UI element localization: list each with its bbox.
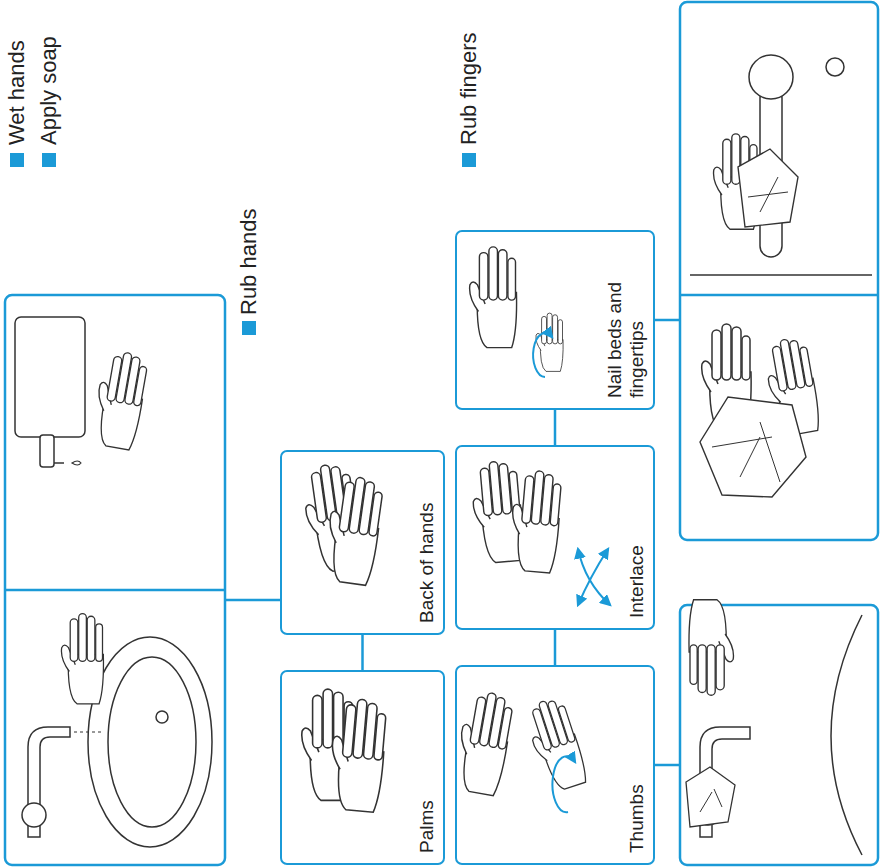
sink-edge <box>831 615 862 855</box>
connector-line <box>655 319 680 322</box>
rotation-arrow <box>533 333 552 377</box>
step-label: Palms <box>416 682 437 853</box>
step-heading: Rub hands <box>237 209 261 315</box>
water-stream <box>74 732 104 733</box>
hand <box>61 614 103 704</box>
motion-arrow <box>578 549 608 605</box>
hand <box>522 695 590 794</box>
towel-crease <box>748 177 788 212</box>
paper-towel <box>738 149 798 227</box>
hand <box>327 697 388 812</box>
towel-crease <box>712 422 780 482</box>
bullet-square <box>462 153 476 167</box>
connector-line <box>225 599 280 602</box>
panel-divider <box>680 294 878 297</box>
tap-knob <box>22 803 46 827</box>
step-label: Back of hands <box>416 462 437 623</box>
connector-line <box>554 630 557 665</box>
hand <box>322 474 386 586</box>
step-heading: Apply soap <box>37 36 61 145</box>
step-box: Palms <box>280 670 445 865</box>
bullet-square <box>10 153 24 167</box>
motion-arrow <box>578 549 610 605</box>
step-box: Interlace <box>455 445 655 630</box>
step-heading: Rub fingers <box>457 32 481 145</box>
connector-line <box>554 410 557 445</box>
step-label: Nail beds and fingertips <box>604 242 647 398</box>
handle-rosette <box>749 55 793 99</box>
step-heading: Wet hands <box>5 40 29 145</box>
step-box: Nail beds and fingertips <box>455 230 655 410</box>
step-label: Interlace <box>626 457 647 618</box>
step-box: Thumbs <box>455 665 655 865</box>
dispenser-nozzle <box>54 462 64 464</box>
picture-box <box>5 295 225 865</box>
panel-divider <box>5 589 225 592</box>
sink-drain <box>156 711 168 723</box>
hand <box>90 349 150 451</box>
picture-box <box>680 2 878 540</box>
sink-basin <box>88 637 212 847</box>
hand <box>689 600 734 695</box>
sink-bowl <box>108 657 196 827</box>
keyhole <box>826 58 844 76</box>
paper-towel <box>700 397 806 497</box>
step-label: Thumbs <box>626 677 647 853</box>
dispenser-pump <box>40 435 54 467</box>
soap-dispenser <box>15 317 85 437</box>
paper-towel <box>686 767 735 827</box>
step-box: Back of hands <box>280 450 445 635</box>
towel-crease <box>700 789 722 812</box>
hand <box>508 469 564 573</box>
door-edge <box>690 274 872 276</box>
bullet-square <box>42 153 56 167</box>
connector-line <box>361 635 364 670</box>
connector-line <box>655 764 680 767</box>
hand <box>536 313 563 371</box>
rotation-arrow <box>552 756 575 812</box>
bullet-square <box>242 321 256 335</box>
hand <box>452 689 516 796</box>
soap-drop <box>72 461 81 465</box>
hand <box>470 247 517 348</box>
